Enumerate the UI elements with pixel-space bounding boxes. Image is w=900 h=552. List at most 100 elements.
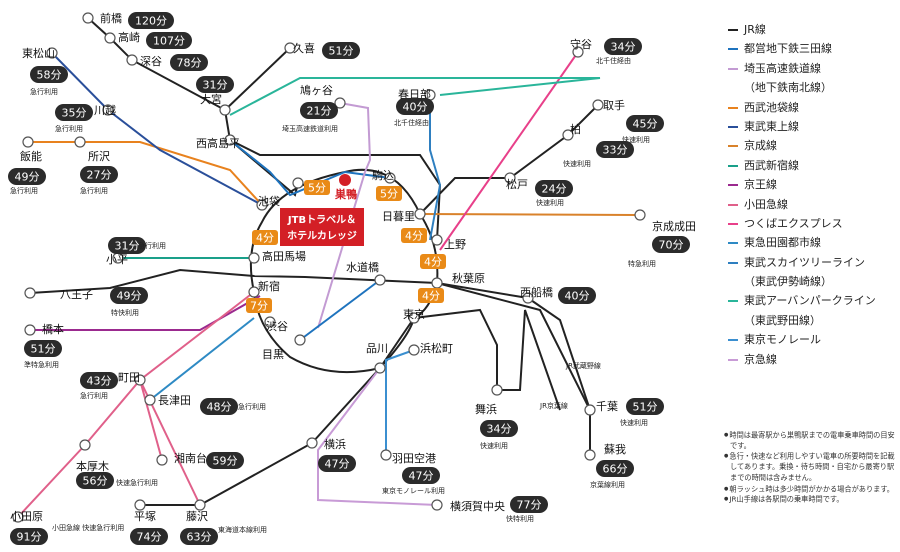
service-note: 急行利用: [138, 241, 166, 250]
badge-bg: [24, 340, 62, 357]
travel-time: 91分: [17, 531, 42, 544]
badge-bg: [396, 98, 434, 115]
service-note: 埼玉高速鉄道利用: [282, 124, 338, 133]
legend-swatch: [728, 339, 738, 342]
station-dot: [292, 177, 304, 189]
station-dot: [431, 277, 443, 289]
badge-bg: [652, 236, 690, 253]
loop-station-name: 池袋: [258, 194, 280, 208]
legend-swatch: [728, 320, 738, 322]
legend-item: （地下鉄南北線）: [728, 80, 898, 99]
travel-time-badge: 74分: [130, 528, 168, 545]
keio-line: [30, 295, 261, 331]
station-name: 川越: [94, 103, 116, 117]
travel-time: 27分: [87, 169, 112, 182]
legend-label: 埼玉高速鉄道線: [744, 61, 821, 75]
station-dot: [256, 199, 268, 211]
station-name: 町田: [118, 371, 140, 384]
service-note: 快速利用: [622, 135, 650, 144]
station-name: 舞浜: [475, 403, 497, 416]
station-name: 横浜: [324, 437, 346, 451]
travel-time-badge: 31分: [108, 237, 146, 254]
travel-time: 49分: [15, 171, 40, 184]
legend-swatch: [728, 48, 738, 51]
travel-time-badge: 51分: [322, 42, 360, 59]
jr-utsunomiya-line: [224, 47, 291, 111]
station-name: 飯能: [20, 149, 42, 163]
station-dot: [82, 12, 94, 24]
legend-item: （東武野田線）: [728, 313, 898, 332]
badge-bg: [80, 166, 118, 183]
station-name: 千葉: [596, 399, 618, 413]
legend-label: 東武アーバンパークライン: [744, 294, 876, 308]
loop-badge-bg: [376, 186, 402, 201]
school-station-name: 巣鴨: [334, 187, 357, 201]
legend-label: 東急田園都市線: [744, 236, 821, 250]
legend-item: 東武東上線: [728, 119, 898, 138]
loop-time-badge: 4分: [252, 230, 278, 245]
badge-bg: [128, 12, 174, 29]
loop-badge-bg: [418, 288, 444, 303]
badge-bg: [8, 168, 46, 185]
travel-time: 120分: [135, 15, 167, 28]
travel-time-badge: 40分: [396, 98, 434, 115]
legend-swatch: [728, 184, 738, 187]
legend-swatch: [728, 281, 738, 283]
station-dot: [12, 511, 24, 523]
loop-station-name: 目黒: [262, 348, 284, 361]
loop-station-name: 水道橋: [346, 260, 379, 274]
odakyu-shonandai-line: [139, 379, 163, 461]
station-dot: [380, 449, 392, 461]
service-note: 東京モノレール利用: [382, 486, 445, 495]
service-note: 快特利用: [506, 514, 534, 523]
station-name: 藤沢: [186, 509, 208, 523]
loop-station-name: 上野: [444, 238, 466, 251]
badge-bg: [110, 287, 148, 304]
station-dot: [24, 287, 36, 299]
travel-time: 56分: [83, 475, 108, 488]
travel-time-badge: 27分: [80, 166, 118, 183]
service-note: 京葉線利用: [590, 480, 625, 489]
loop-station-name: 高田馬場: [262, 249, 306, 263]
denentoshi-line: [149, 317, 255, 401]
badge-bg: [76, 472, 114, 489]
legend-label: 小田急線: [744, 197, 788, 211]
travel-time-badge: 33分: [596, 141, 634, 158]
footnote: JR山手線は各駅間の乗車時間です。: [724, 494, 900, 505]
station-name: 鳩ヶ谷: [300, 83, 333, 97]
line-legend: JR線都営地下鉄三田線埼玉高速鉄道線（地下鉄南北線）西武池袋線東武東上線京成線西…: [728, 22, 898, 371]
legend-item: つくばエクスプレス: [728, 216, 898, 235]
station-dot: [126, 54, 138, 66]
travel-time-badge: 77分: [510, 496, 548, 513]
badge-bg: [10, 528, 48, 545]
school-station-dot: [339, 174, 351, 186]
line-label: JR京葉線: [539, 401, 568, 410]
badge-bg: [300, 102, 338, 119]
service-note: 北千住経由: [394, 118, 429, 127]
station-dot: [79, 439, 91, 451]
loop-time-badge: 4分: [418, 288, 444, 303]
station-name: 本厚木: [76, 459, 109, 473]
station-name: 柏: [570, 122, 581, 136]
badge-bg: [558, 287, 596, 304]
station-dot: [572, 46, 584, 58]
station-name: 深谷: [140, 55, 162, 68]
travel-time-badge: 107分: [146, 32, 192, 49]
station-dot: [134, 374, 146, 386]
tobu-urban-park-line: [229, 77, 601, 116]
station-name: 平塚: [134, 510, 156, 523]
station-dot: [408, 344, 420, 356]
station-dot: [584, 404, 596, 416]
travel-time: 51分: [633, 401, 658, 414]
travel-time-badge: 59分: [206, 452, 244, 469]
station-name: 春日部: [398, 87, 431, 101]
loop-time-badge: 5分: [304, 180, 330, 195]
jr-sobu-line: [436, 282, 591, 455]
travel-time-badge: 47分: [402, 467, 440, 484]
loop-station-name: 浜松町: [420, 341, 453, 355]
station-dot: [634, 209, 646, 221]
station-name: 取手: [603, 98, 625, 112]
